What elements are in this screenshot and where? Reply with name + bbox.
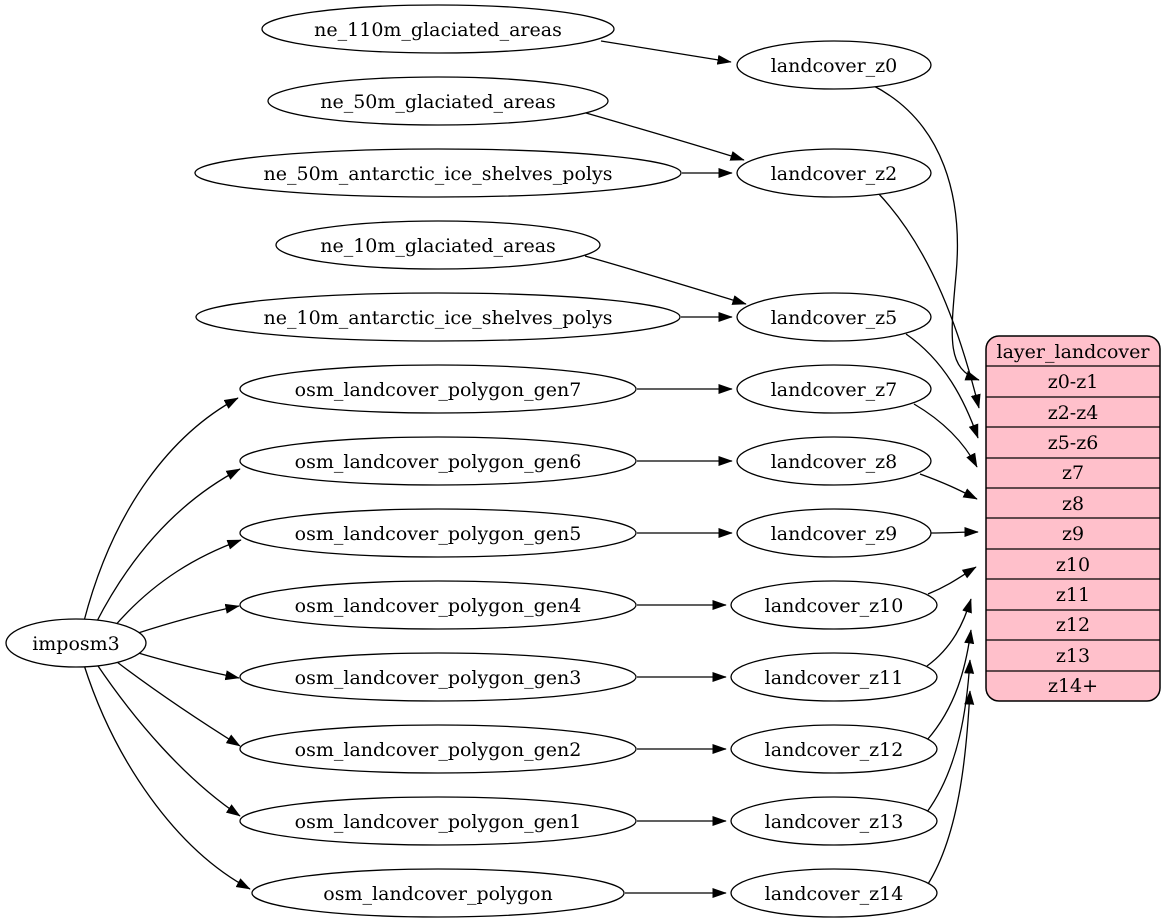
record-row-z12: z12 <box>1056 614 1090 636</box>
node-label: landcover_z8 <box>771 451 898 473</box>
node-label: osm_landcover_polygon_gen7 <box>295 379 582 401</box>
node-label: landcover_z14 <box>765 883 904 905</box>
node-ne-50m-glaciated-areas: ne_50m_glaciated_areas <box>267 76 609 126</box>
node-landcover-z10: landcover_z10 <box>730 580 938 630</box>
node-label: ne_10m_antarctic_ice_shelves_polys <box>264 307 613 329</box>
node-landcover-z14: landcover_z14 <box>730 868 938 918</box>
record-row-z2-z4: z2-z4 <box>1048 402 1099 424</box>
record-row-z9: z9 <box>1062 523 1084 545</box>
node-landcover-z8: landcover_z8 <box>736 436 932 486</box>
node-osm-landcover-polygon-gen2: osm_landcover_polygon_gen2 <box>239 724 637 774</box>
record-row-z13: z13 <box>1056 645 1090 667</box>
edge-imposm3-to-gen5 <box>112 539 242 629</box>
node-label: landcover_z0 <box>771 55 898 77</box>
node-label: osm_landcover_polygon_gen5 <box>295 523 582 545</box>
node-label: landcover_z9 <box>771 523 898 545</box>
edge-imposm3-to-gen2 <box>112 658 241 747</box>
node-landcover-z9: landcover_z9 <box>736 508 932 558</box>
node-label: ne_110m_glaciated_areas <box>314 19 562 41</box>
edge-ne50m-glaciated-to-z2 <box>585 112 745 161</box>
edge-imposm3-to-gen1 <box>95 662 241 817</box>
edge-z8-to-row-z8 <box>919 473 978 500</box>
node-label: landcover_z11 <box>765 667 904 689</box>
node-label: osm_landcover_polygon_gen6 <box>295 451 582 473</box>
node-landcover-z5: landcover_z5 <box>736 292 932 342</box>
edge-z7-to-row-z7 <box>913 403 978 468</box>
node-label: landcover_z7 <box>771 379 898 401</box>
node-osm-landcover-polygon-gen5: osm_landcover_polygon_gen5 <box>239 508 637 558</box>
edge-imposm3-to-polygon <box>83 664 251 890</box>
edge-z13-to-row-z13 <box>926 659 975 813</box>
node-ne-50m-antarctic-ice-shelves-polys: ne_50m_antarctic_ice_shelves_polys <box>194 148 682 198</box>
record-row-z14: z14+ <box>1048 675 1098 697</box>
node-landcover-z12: landcover_z12 <box>730 724 938 774</box>
node-osm-landcover-polygon: osm_landcover_polygon <box>251 868 625 918</box>
node-label: ne_50m_antarctic_ice_shelves_polys <box>264 163 613 185</box>
node-imposm3: imposm3 <box>5 618 147 668</box>
edge-z0-to-row-z0-z1 <box>871 84 980 381</box>
edge-imposm3-to-gen4 <box>134 603 240 635</box>
node-label: ne_50m_glaciated_areas <box>320 91 556 113</box>
edge-z5-to-row-z5-z6 <box>905 333 979 439</box>
node-osm-landcover-polygon-gen1: osm_landcover_polygon_gen1 <box>239 796 637 846</box>
edge-z14-to-row-z14 <box>927 690 975 885</box>
record-row-z10: z10 <box>1056 554 1090 576</box>
node-ne-10m-glaciated-areas: ne_10m_glaciated_areas <box>275 220 601 270</box>
edge-z10-to-row-z10 <box>927 566 977 595</box>
edges <box>83 40 981 899</box>
edge-z12-to-row-z12 <box>926 629 975 741</box>
node-label: osm_landcover_polygon_gen4 <box>295 595 582 617</box>
node-label: osm_landcover_polygon_gen2 <box>295 739 582 761</box>
node-osm-landcover-polygon-gen4: osm_landcover_polygon_gen4 <box>239 580 637 630</box>
node-label: landcover_z13 <box>765 811 904 833</box>
edge-z2-to-row-z2-z4 <box>877 192 981 409</box>
node-osm-landcover-polygon-gen3: osm_landcover_polygon_gen3 <box>239 652 637 702</box>
node-osm-landcover-polygon-gen7: osm_landcover_polygon_gen7 <box>239 364 637 414</box>
node-label: osm_landcover_polygon <box>323 883 552 905</box>
node-ne-110m-glaciated-areas: ne_110m_glaciated_areas <box>261 4 615 54</box>
node-label: landcover_z10 <box>765 595 904 617</box>
record-row-z0-z1: z0-z1 <box>1048 371 1099 393</box>
record-row-z8: z8 <box>1062 493 1084 515</box>
node-ne-10m-antarctic-ice-shelves-polys: ne_10m_antarctic_ice_shelves_polys <box>195 292 681 342</box>
record-row-z5-z6: z5-z6 <box>1048 432 1099 454</box>
node-landcover-z11: landcover_z11 <box>730 652 938 702</box>
node-landcover-z13: landcover_z13 <box>730 796 938 846</box>
node-landcover-z0: landcover_z0 <box>736 40 932 90</box>
node-landcover-z2: landcover_z2 <box>736 148 932 198</box>
edge-ne10m-glaciated-to-z5 <box>584 255 747 305</box>
node-label: landcover_z2 <box>771 163 898 185</box>
edge-imposm3-to-gen7 <box>83 397 239 622</box>
node-label: osm_landcover_polygon_gen1 <box>295 811 582 833</box>
node-label: imposm3 <box>32 633 120 655</box>
node-osm-landcover-polygon-gen6: osm_landcover_polygon_gen6 <box>239 436 637 486</box>
node-label: landcover_z12 <box>765 739 904 761</box>
node-landcover-z7: landcover_z7 <box>736 364 932 414</box>
edge-z11-to-row-z11 <box>926 598 972 667</box>
record-row-z11: z11 <box>1056 584 1090 606</box>
edge-ne110m-glaciated-to-z0 <box>600 40 732 65</box>
node-label: osm_landcover_polygon_gen3 <box>295 667 582 689</box>
edge-imposm3-to-gen6 <box>95 468 241 624</box>
edge-z9-to-row-z9 <box>930 526 979 538</box>
record-title: layer_landcover <box>997 341 1151 363</box>
record-row-z7: z7 <box>1062 462 1084 484</box>
node-label: landcover_z5 <box>771 307 898 329</box>
node-label: ne_10m_glaciated_areas <box>320 235 556 257</box>
record-layer-landcover: layer_landcover z0-z1 z2-z4 z5-z6 z7 z8 … <box>985 335 1161 702</box>
edge-imposm3-to-gen3 <box>134 651 240 681</box>
